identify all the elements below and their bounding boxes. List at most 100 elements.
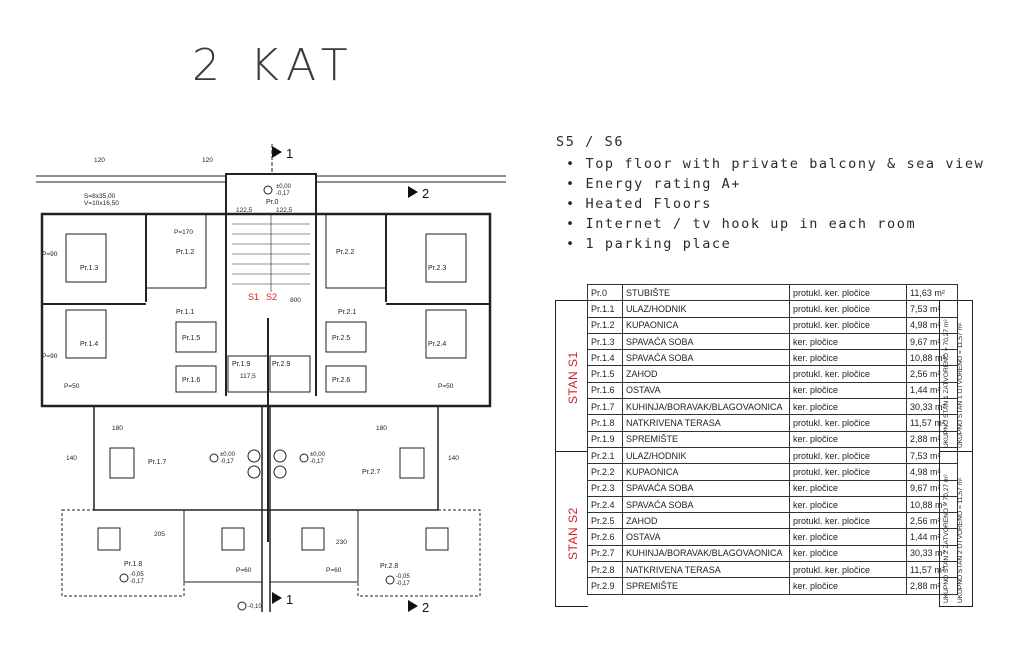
level-label: ±0,00 [276, 184, 292, 190]
material-cell: protukl. ker. pločice [789, 561, 907, 579]
dim-label: P=60 [326, 567, 342, 574]
spec-item: Heated Floors [566, 194, 984, 214]
dim-label: P=50 [64, 383, 80, 390]
room-label: Pr.1.6 [182, 377, 200, 384]
level-label: -0,17 [130, 579, 144, 585]
room-name-cell: ZAHOD [622, 512, 790, 530]
room-label: Pr.0 [266, 199, 279, 206]
material-cell: protukl. ker. pločice [789, 446, 907, 465]
room-label: Pr.2.3 [428, 265, 446, 272]
dim-label: P=170 [174, 229, 193, 236]
s2-marker: S2 [266, 292, 277, 302]
room-id-cell: Pr.2.7 [587, 544, 623, 563]
section-marker: 2 [422, 600, 429, 615]
group-cell [555, 285, 588, 301]
room-name-cell: ULAZ/HODNIK [622, 300, 790, 318]
room-name-cell: KUHINJA/BORAVAK/BLAGOVAONICA [622, 544, 790, 563]
dim-label: 120 [202, 157, 213, 164]
room-label: Pr.2.6 [332, 377, 350, 384]
room-id-cell: Pr.1.2 [587, 316, 623, 334]
spec-item: 1 parking place [566, 234, 984, 254]
group-label-s1: STAN S1 [566, 351, 580, 404]
room-label: Pr.1.7 [148, 459, 166, 466]
room-name-cell: SPREMIŠTE [622, 430, 790, 448]
dim-label: 205 [154, 531, 165, 538]
area-cell: 11,63 m² [906, 283, 958, 302]
room-id-cell: Pr.1.7 [587, 398, 623, 416]
material-cell: ker. pločice [789, 528, 907, 546]
dim-label: 800 [290, 297, 301, 304]
material-cell: protukl. ker. pločice [789, 283, 907, 302]
area-cell: 10,88 m² [906, 349, 958, 367]
room-label: Pr.1.9 [232, 361, 250, 368]
level-label: -0,05 [396, 574, 410, 580]
material-cell: protukl. ker. pločice [789, 300, 907, 318]
room-label: Pr.1.8 [124, 561, 142, 568]
room-id-cell: Pr.1.4 [587, 349, 623, 367]
s1-marker: S1 [248, 292, 259, 302]
spec-item: Top floor with private balcony & sea vie… [566, 154, 984, 174]
summary-closed-s1: UKUPNO STAN 1 ZATVORENO = 70,27 m² [943, 319, 950, 448]
room-label: Pr.2.5 [332, 335, 350, 342]
dim-label: P=90 [42, 251, 58, 258]
area-cell: 7,53 m² [906, 300, 958, 318]
dim-label: 140 [66, 455, 77, 462]
room-id-cell: Pr.2.4 [587, 495, 623, 514]
material-cell: protukl. ker. pločice [789, 316, 907, 334]
group-bracket-s2 [555, 451, 588, 607]
dim-label: 230 [336, 539, 347, 546]
room-label: Pr.1.4 [80, 341, 98, 348]
room-id-cell: Pr.1.9 [587, 430, 623, 448]
room-id-cell: Pr.1.1 [587, 300, 623, 318]
dim-label: 140 [448, 455, 459, 462]
room-id-cell: Pr.2.9 [587, 577, 623, 595]
material-cell: ker. pločice [789, 577, 907, 595]
level-label: -0,17 [310, 459, 324, 465]
material-cell: protukl. ker. pločice [789, 414, 907, 432]
level-label: -0,17 [220, 459, 234, 465]
room-name-cell: OSTAVA [622, 381, 790, 400]
room-name-cell: KUHINJA/BORAVAK/BLAGOVAONICA [622, 398, 790, 416]
room-label: Pr.1.1 [176, 309, 194, 316]
room-name-cell: OSTAVA [622, 528, 790, 546]
area-cell: 10,88 m² [906, 495, 958, 514]
dim-label: 180 [376, 425, 387, 432]
room-name-cell: SPREMIŠTE [622, 577, 790, 595]
room-label: Pr.1.2 [176, 249, 194, 256]
room-id-cell: Pr.0 [587, 283, 623, 302]
summary-closed-s2: UKUPNO STAN 2 ZATVORENO = 70,27 m² [943, 474, 950, 603]
specs-block: S5 / S6 Top floor with private balcony &… [556, 132, 984, 254]
stair-spec: S=8x35,00 [84, 193, 116, 200]
level-label: ±0,00 [220, 452, 236, 458]
room-label: Pr.2.2 [336, 249, 354, 256]
room-label: Pr.1.5 [182, 335, 200, 342]
area-cell: 2,88 m² [906, 430, 958, 448]
room-name-cell: STUBIŠTE [622, 283, 790, 302]
dim-label: 120 [94, 157, 105, 164]
dim-label: 122,5 [236, 207, 253, 214]
room-label: Pr.2.9 [272, 361, 290, 368]
material-cell: ker. pločice [789, 544, 907, 563]
room-id-cell: Pr.1.5 [587, 365, 623, 383]
page-title: 2 KAT [192, 40, 356, 91]
summary-open-s1: UKUPNO STAN 1 OTVORENO = 11,57 m² [957, 322, 964, 448]
level-label: -0,17 [396, 581, 410, 587]
room-id-cell: Pr.1.3 [587, 332, 623, 351]
room-id-cell: Pr.2.3 [587, 479, 623, 497]
dim-label: P=90 [42, 353, 58, 360]
specs-heading: S5 / S6 [556, 134, 625, 150]
room-id-cell: Pr.2.6 [587, 528, 623, 546]
room-name-cell: KUPAONICA [622, 463, 790, 481]
material-cell: ker. pločice [789, 430, 907, 448]
room-name-cell: SPAVAĆA SOBA [622, 332, 790, 351]
